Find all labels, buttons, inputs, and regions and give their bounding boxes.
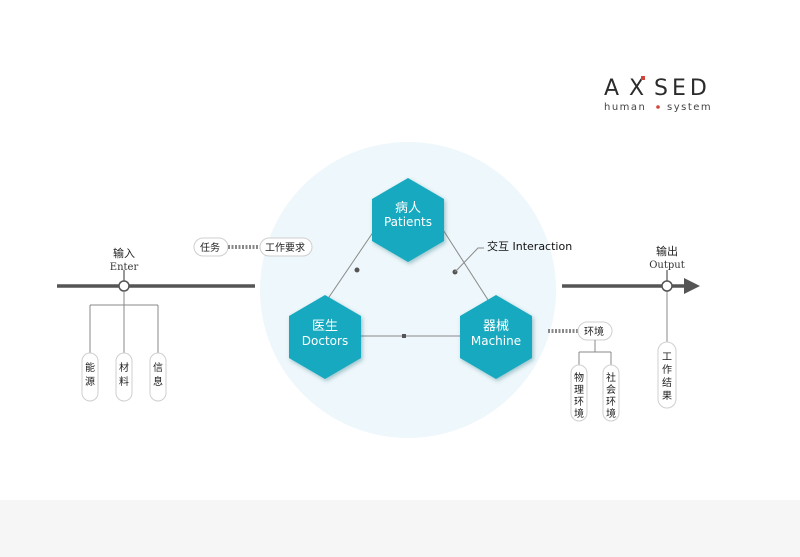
vertical-char: 源	[85, 375, 95, 388]
vertical-char: 会	[606, 383, 616, 396]
vertical-char: 社	[606, 371, 616, 384]
patients-label-en: Patients	[384, 215, 432, 229]
logo-accent-mark	[641, 76, 645, 80]
vertical-char: 环	[574, 397, 584, 408]
environment-connector: 环境 物理环境 社会环境	[548, 321, 620, 422]
vertical-char: 理	[574, 384, 584, 396]
input-node	[118, 280, 130, 292]
input-label-en: Enter	[110, 262, 139, 273]
output-arrowhead	[684, 278, 700, 294]
vertical-char: 环	[606, 397, 616, 408]
machine-label-en: Machine	[471, 334, 521, 348]
env-label-social: 社会环境	[606, 371, 616, 420]
source-label-energy: 能源	[85, 361, 95, 388]
source-label-material: 材料	[119, 361, 129, 388]
hex-machine: 器械 Machine	[460, 295, 532, 379]
work-requirement-pill	[259, 237, 313, 257]
task-label: 任务	[200, 241, 220, 254]
source-pill-information	[149, 352, 167, 402]
source-label-information: 信息	[153, 362, 163, 388]
logo-letter-x: X	[629, 76, 648, 101]
doctors-label-en: Doctors	[302, 334, 348, 348]
logo-letters-sed: SED	[654, 76, 711, 101]
interaction-links	[324, 221, 491, 338]
axsed-logo: A X SED human system	[604, 76, 712, 113]
logo-tagline-dot	[656, 105, 660, 109]
logo-tagline-human: human	[604, 102, 646, 113]
link-dot-left	[354, 267, 360, 273]
vertical-char: 作	[662, 364, 672, 376]
bottom-band	[0, 500, 800, 557]
vertical-char: 信	[153, 362, 163, 374]
interaction-leader-line	[454, 247, 484, 273]
output-label-cn: 输出	[656, 244, 678, 258]
link-patients-doctors	[324, 221, 381, 304]
vertical-char: 料	[119, 375, 129, 388]
work-result-pill	[657, 341, 677, 409]
patients-label-cn: 病人	[395, 201, 421, 216]
env-pill-social	[602, 364, 620, 422]
doctors-label-cn: 医生	[312, 319, 338, 334]
work-requirement-label: 工作要求	[265, 242, 305, 254]
machine-label-cn: 器械	[483, 319, 509, 334]
logo-letter-a: A	[604, 76, 623, 101]
interaction-label: 交互 Interaction	[487, 239, 572, 253]
input-label-cn: 输入	[113, 246, 135, 260]
output-node	[661, 280, 673, 292]
hex-doctors: 医生 Doctors	[289, 295, 361, 379]
env-label-physical: 物理环境	[574, 371, 584, 420]
vertical-char: 工	[662, 352, 672, 363]
work-result-label: 工作结果	[662, 352, 672, 402]
hex-patients: 病人 Patients	[372, 178, 444, 262]
vertical-char: 果	[662, 390, 672, 402]
source-pill-material	[115, 352, 133, 402]
task-connector: 任务 工作要求	[193, 237, 313, 257]
vertical-char: 物	[574, 371, 584, 384]
vertical-char: 能	[85, 361, 95, 374]
vertical-char: 境	[574, 407, 584, 420]
link-dot-bottom	[402, 334, 406, 338]
output-label-en: Output	[649, 260, 685, 271]
vertical-char: 结	[662, 376, 672, 389]
vertical-char: 材	[119, 361, 129, 374]
input-sources-tree: 能源 材料 信息	[81, 291, 167, 402]
vertical-char: 息	[153, 375, 163, 388]
logo-tagline-system: system	[667, 102, 712, 113]
source-pill-energy	[81, 352, 99, 402]
environment-label: 环境	[584, 325, 604, 338]
vertical-char: 境	[606, 407, 616, 420]
env-pill-physical	[570, 364, 588, 422]
